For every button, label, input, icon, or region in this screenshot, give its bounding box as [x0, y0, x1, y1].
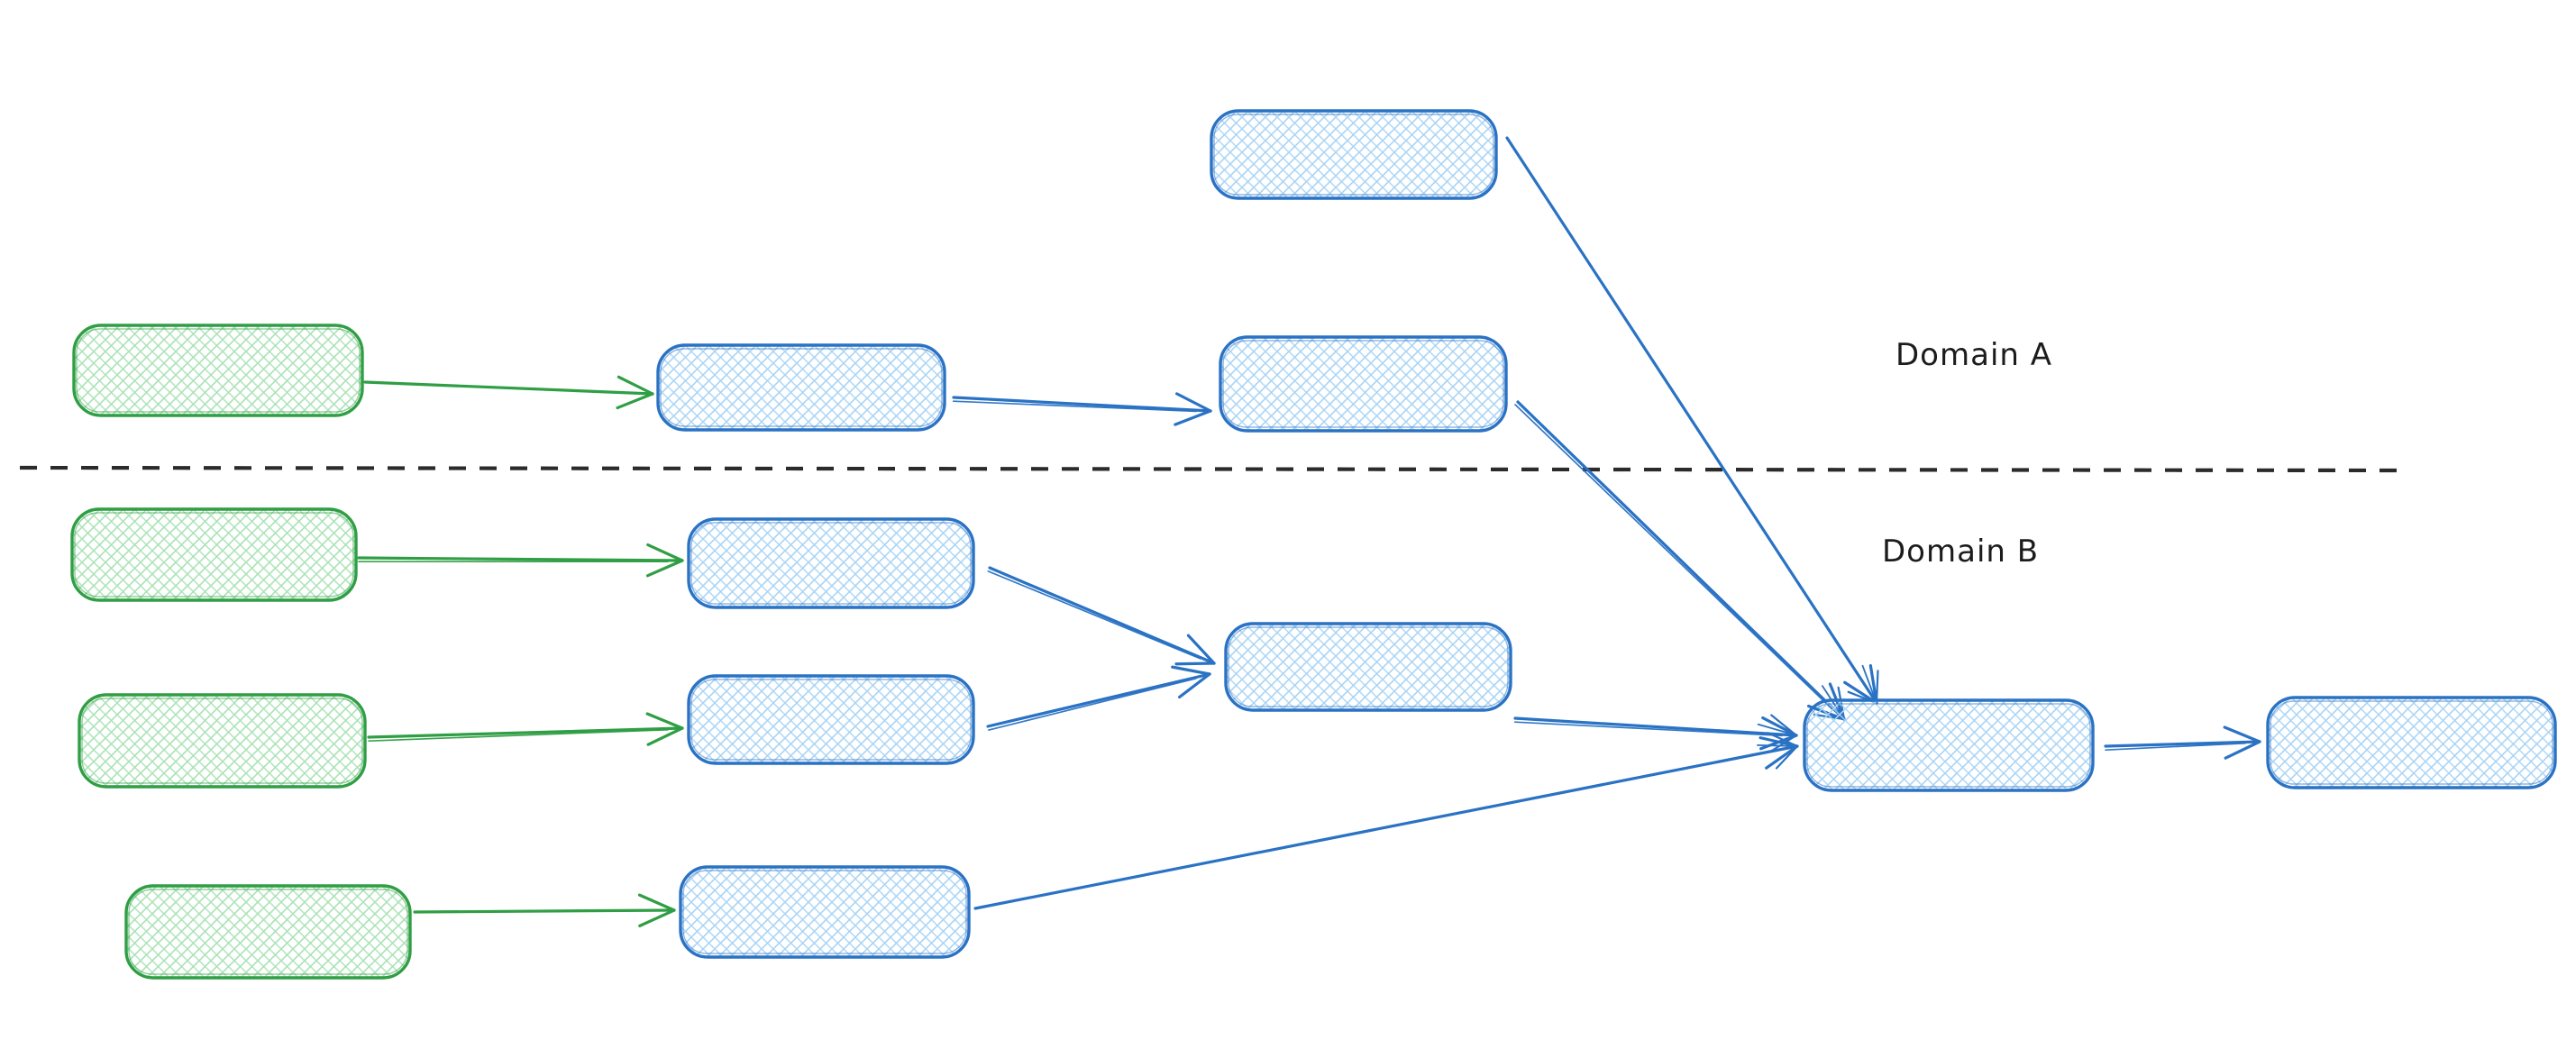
node-green-source-2[interactable] [70, 507, 358, 602]
domain-divider-line[interactable] [19, 465, 2409, 473]
arrow-green2-to-blue2[interactable] [357, 543, 684, 578]
arrow-green3-to-blue3[interactable] [367, 712, 684, 746]
node-blue-stage1-row1[interactable] [656, 343, 946, 432]
node-green-source-4[interactable] [124, 884, 412, 980]
arrow-green4-to-blue4[interactable] [413, 893, 676, 927]
node-green-source-1[interactable] [72, 324, 364, 417]
node-blue-stage1-row3[interactable] [687, 674, 975, 765]
node-green-source-3[interactable] [78, 693, 367, 789]
node-blue-sink[interactable] [2266, 696, 2557, 789]
node-blue-stage2-domain-b[interactable] [1224, 622, 1512, 712]
node-blue-top[interactable] [1210, 109, 1498, 200]
arrow-top-to-hub[interactable] [1505, 136, 1879, 705]
node-blue-stage1-row4[interactable] [679, 865, 971, 959]
arrow-hub-to-sink[interactable] [2104, 725, 2261, 760]
arrow-blue4-to-hub[interactable] [973, 732, 1799, 910]
arrow-stage2a-to-hub[interactable] [1514, 400, 1846, 721]
arrow-blue2-to-stage2b[interactable] [987, 566, 1216, 666]
node-blue-hub[interactable] [1803, 698, 2095, 792]
arrow-green1-to-blue1[interactable] [363, 375, 654, 410]
edges-layer [357, 136, 2261, 927]
domain-a-label[interactable]: Domain A [1895, 337, 2052, 373]
nodes-layer [70, 109, 2557, 980]
divider-layer [19, 465, 2409, 473]
arrow-blue1-to-stage2a[interactable] [952, 392, 1212, 426]
arrow-stage2b-to-hub[interactable] [1513, 714, 1798, 753]
node-blue-stage2-domain-a[interactable] [1219, 335, 1508, 433]
arrow-blue3-to-stage2b[interactable] [986, 665, 1211, 731]
node-blue-stage1-row2[interactable] [687, 517, 975, 609]
domain-b-label[interactable]: Domain B [1882, 534, 2039, 570]
